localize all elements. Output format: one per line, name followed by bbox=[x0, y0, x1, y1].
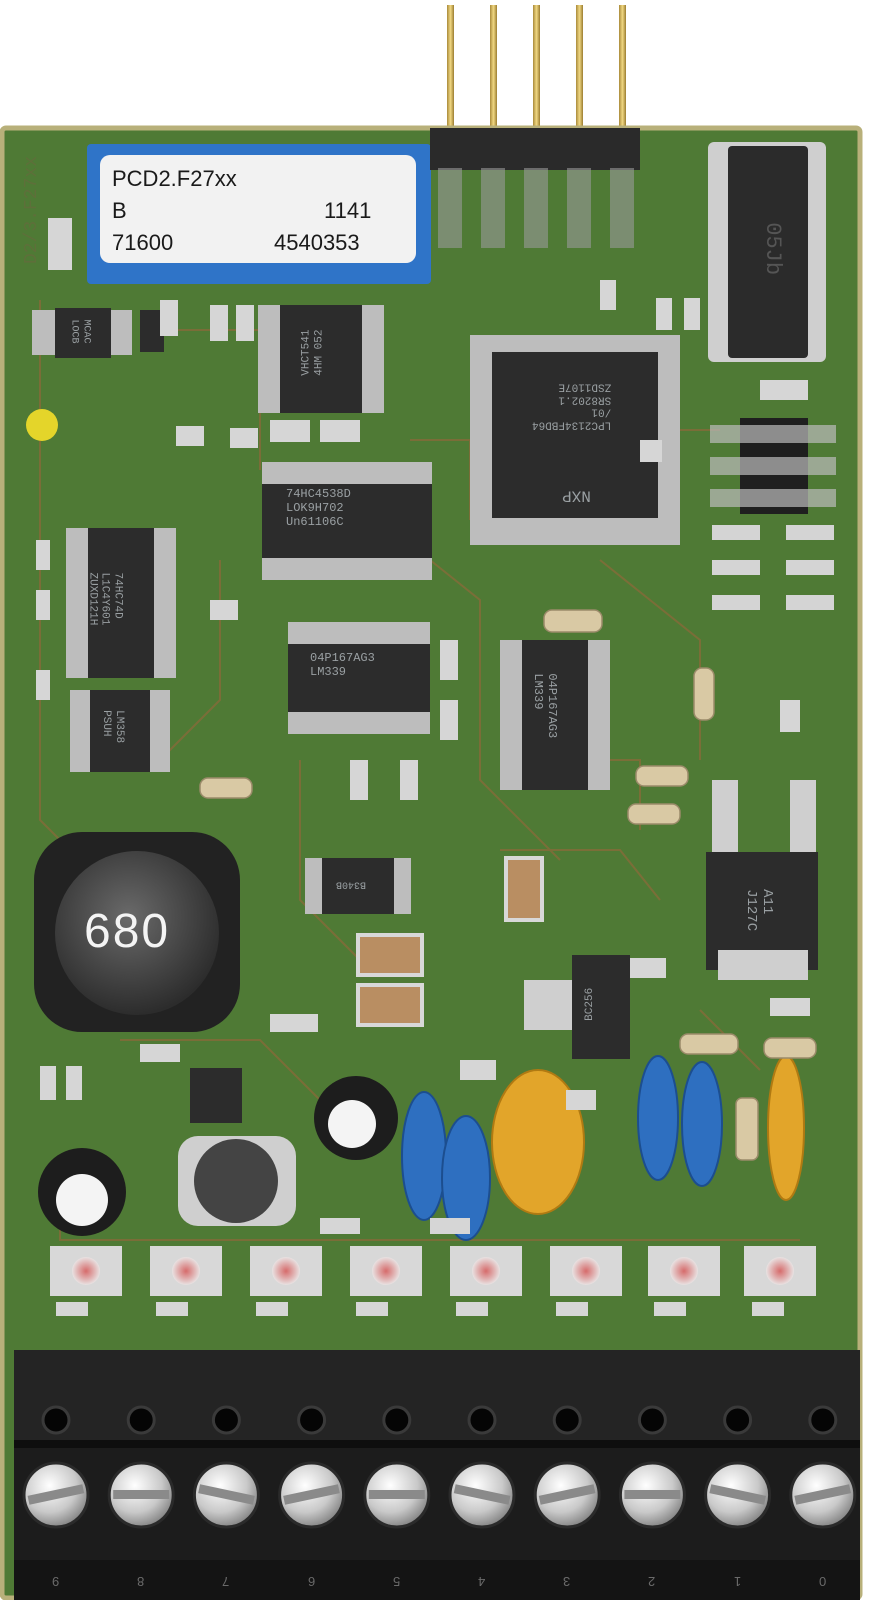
smd-components bbox=[36, 218, 810, 1316]
ic-mcac bbox=[32, 308, 132, 358]
ic-lm358-marking: LM358 PSUH bbox=[100, 710, 126, 744]
ic-lm339-b bbox=[500, 640, 610, 790]
terminal-hole bbox=[382, 1405, 412, 1435]
pin-header-housing bbox=[430, 128, 640, 248]
sticker-part-no: 71600 bbox=[112, 230, 174, 255]
ic-lm339-a bbox=[288, 622, 430, 734]
screw-slot bbox=[113, 1490, 170, 1499]
pin-header bbox=[447, 5, 626, 140]
screw-slot bbox=[198, 1484, 255, 1505]
status-leds bbox=[50, 1246, 816, 1296]
terminal-number: 0 bbox=[818, 1574, 827, 1589]
mcu-logo: NXP bbox=[562, 486, 591, 505]
terminal-hole bbox=[808, 1405, 838, 1435]
terminal-number: 2 bbox=[648, 1574, 656, 1589]
ic-74hc74 bbox=[66, 528, 176, 678]
sticker-serial: 4540353 bbox=[274, 230, 360, 255]
yellow-disc-capacitors bbox=[491, 1055, 805, 1215]
terminal-hole bbox=[297, 1405, 327, 1435]
transistor-marking: BC256 bbox=[584, 987, 597, 1021]
voltage-regulator bbox=[706, 780, 818, 980]
electrolytic-capacitor-mid bbox=[314, 1076, 398, 1160]
relay-component bbox=[708, 142, 826, 362]
screw-slot bbox=[453, 1484, 511, 1505]
terminal-hole bbox=[211, 1405, 241, 1435]
jumper-block bbox=[710, 418, 836, 514]
blue-disc-capacitors bbox=[401, 1055, 723, 1241]
ic-vhct541 bbox=[258, 305, 384, 413]
terminal-number: 5 bbox=[392, 1574, 401, 1589]
power-inductor bbox=[34, 832, 240, 1032]
inductor-marking: 680 bbox=[84, 905, 171, 958]
terminal-hole bbox=[41, 1405, 71, 1435]
sticker-date-code: 1141 bbox=[324, 198, 372, 223]
pcb-edge-text: D2/3.F27xx bbox=[22, 155, 43, 265]
transistor-bc256 bbox=[524, 955, 630, 1059]
terminal-number: 8 bbox=[137, 1574, 145, 1589]
relay-marking: 05Jb bbox=[760, 222, 786, 276]
electrolytic-capacitor-left bbox=[38, 1148, 126, 1236]
terminal-screws bbox=[22, 1461, 857, 1529]
sticker-model: PCD2.F27xx bbox=[112, 166, 237, 191]
terminal-hole bbox=[552, 1405, 582, 1435]
diode-b340 bbox=[305, 858, 411, 914]
terminal-hole bbox=[467, 1405, 497, 1435]
resistors bbox=[199, 609, 817, 1161]
terminal-block bbox=[14, 1350, 860, 1600]
terminal-hole bbox=[637, 1405, 667, 1435]
screw-slot bbox=[538, 1484, 596, 1505]
screw-slot bbox=[709, 1484, 767, 1505]
diode-b340-marking: B340B bbox=[336, 878, 367, 890]
screw-slot bbox=[624, 1490, 681, 1499]
screw-slot bbox=[794, 1484, 852, 1505]
ic-lm339-b-marking: 04P167AG3 LM339 bbox=[531, 673, 560, 739]
part-label-sticker bbox=[87, 144, 431, 284]
ic-lm358 bbox=[70, 690, 170, 772]
ic-74hc74-marking: 74HC74D L1C4Y601 ZUXD121H bbox=[86, 572, 124, 626]
terminal-number: 4 bbox=[478, 1574, 486, 1589]
terminal-number: 6 bbox=[307, 1574, 315, 1589]
ic-mcac-marking: MCAC LOCB bbox=[69, 319, 92, 344]
ic-vhct-marking: VHCT541 4HM 052 bbox=[300, 329, 326, 376]
terminal-number: 7 bbox=[222, 1574, 230, 1589]
mcu-marking: LPC2134FBD64 /01 SR8202.1 ZSD1107E bbox=[532, 380, 612, 431]
ic-74hc4538 bbox=[262, 462, 432, 580]
terminal-number: 1 bbox=[733, 1574, 741, 1589]
regulator-marking: A11 J127C bbox=[743, 889, 776, 932]
screw-slot bbox=[283, 1484, 340, 1505]
terminal-hole bbox=[126, 1405, 156, 1435]
smd-pads-right bbox=[712, 525, 834, 610]
terminal-number: 9 bbox=[52, 1574, 60, 1589]
screw-slot bbox=[27, 1484, 85, 1505]
screw-slot bbox=[368, 1490, 425, 1499]
ic-lm339-a-marking: 04P167AG3 LM339 bbox=[310, 651, 375, 679]
ic-4538-marking: 74HC4538D LOK9H702 Un61106C bbox=[286, 487, 351, 529]
ic-small bbox=[190, 1068, 242, 1123]
ceramic-capacitors bbox=[356, 856, 544, 1027]
terminal-hole bbox=[723, 1405, 753, 1435]
terminal-number: 3 bbox=[563, 1574, 571, 1589]
small-inductor bbox=[178, 1136, 296, 1226]
sticker-rev: B bbox=[112, 198, 127, 223]
terminal-holes bbox=[41, 1405, 838, 1435]
